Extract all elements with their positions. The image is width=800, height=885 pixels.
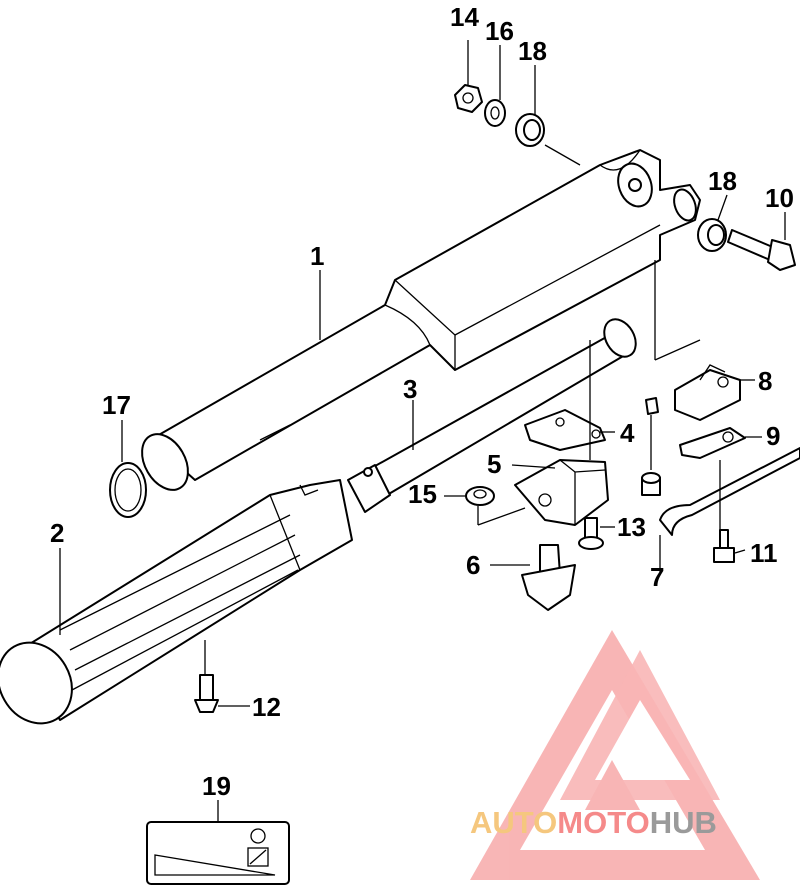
callout-16: 16 [485, 16, 514, 46]
callout-3: 3 [403, 374, 417, 404]
callout-8: 8 [758, 366, 772, 396]
screw-13 [578, 517, 604, 550]
callout-18-right: 18 [708, 166, 737, 196]
screw-12 [194, 674, 219, 713]
bushing-upper [515, 113, 545, 147]
watermark-moto: MOTO [557, 805, 649, 840]
callout-1: 1 [310, 241, 324, 271]
throttle-cable [641, 397, 800, 536]
lock-washer [465, 486, 495, 506]
callout-12: 12 [252, 692, 281, 722]
leader-lines [59, 40, 786, 822]
watermark-text: AUTOMOTOHUB [470, 805, 717, 840]
throttle-shaft [347, 318, 637, 513]
callout-19: 19 [202, 771, 231, 801]
tiller-arm [141, 149, 701, 491]
callout-17: 17 [102, 390, 131, 420]
pivot-bolt [727, 229, 796, 271]
handle-grip [0, 479, 353, 725]
o-ring [109, 462, 147, 518]
automotohub-logo-icon [470, 630, 760, 880]
clamp-plate [679, 427, 746, 459]
callout-4: 4 [620, 418, 635, 448]
callout-9: 9 [766, 421, 780, 451]
callout-6: 6 [466, 550, 480, 580]
callout-14: 14 [450, 2, 479, 32]
friction-block [674, 364, 741, 421]
callout-5: 5 [487, 449, 501, 479]
callout-11: 11 [750, 538, 778, 568]
watermark-hub: HUB [650, 805, 717, 840]
washer [484, 99, 506, 127]
adjustment-knob [521, 544, 576, 611]
bushing-right [697, 218, 727, 252]
decal-label [146, 821, 290, 885]
callout-2: 2 [50, 518, 64, 548]
callout-labels: 1 2 3 4 5 6 7 8 9 10 11 12 13 14 15 16 1… [50, 2, 794, 801]
callout-13: 13 [617, 512, 646, 542]
screw-11 [713, 529, 735, 563]
callout-15: 15 [408, 479, 437, 509]
callout-18-upper: 18 [518, 36, 547, 66]
callout-7: 7 [650, 562, 664, 592]
watermark-auto: AUTO [470, 805, 557, 840]
plate [524, 409, 606, 451]
callout-10: 10 [765, 183, 794, 213]
bracket [514, 459, 609, 526]
nut [454, 84, 483, 113]
